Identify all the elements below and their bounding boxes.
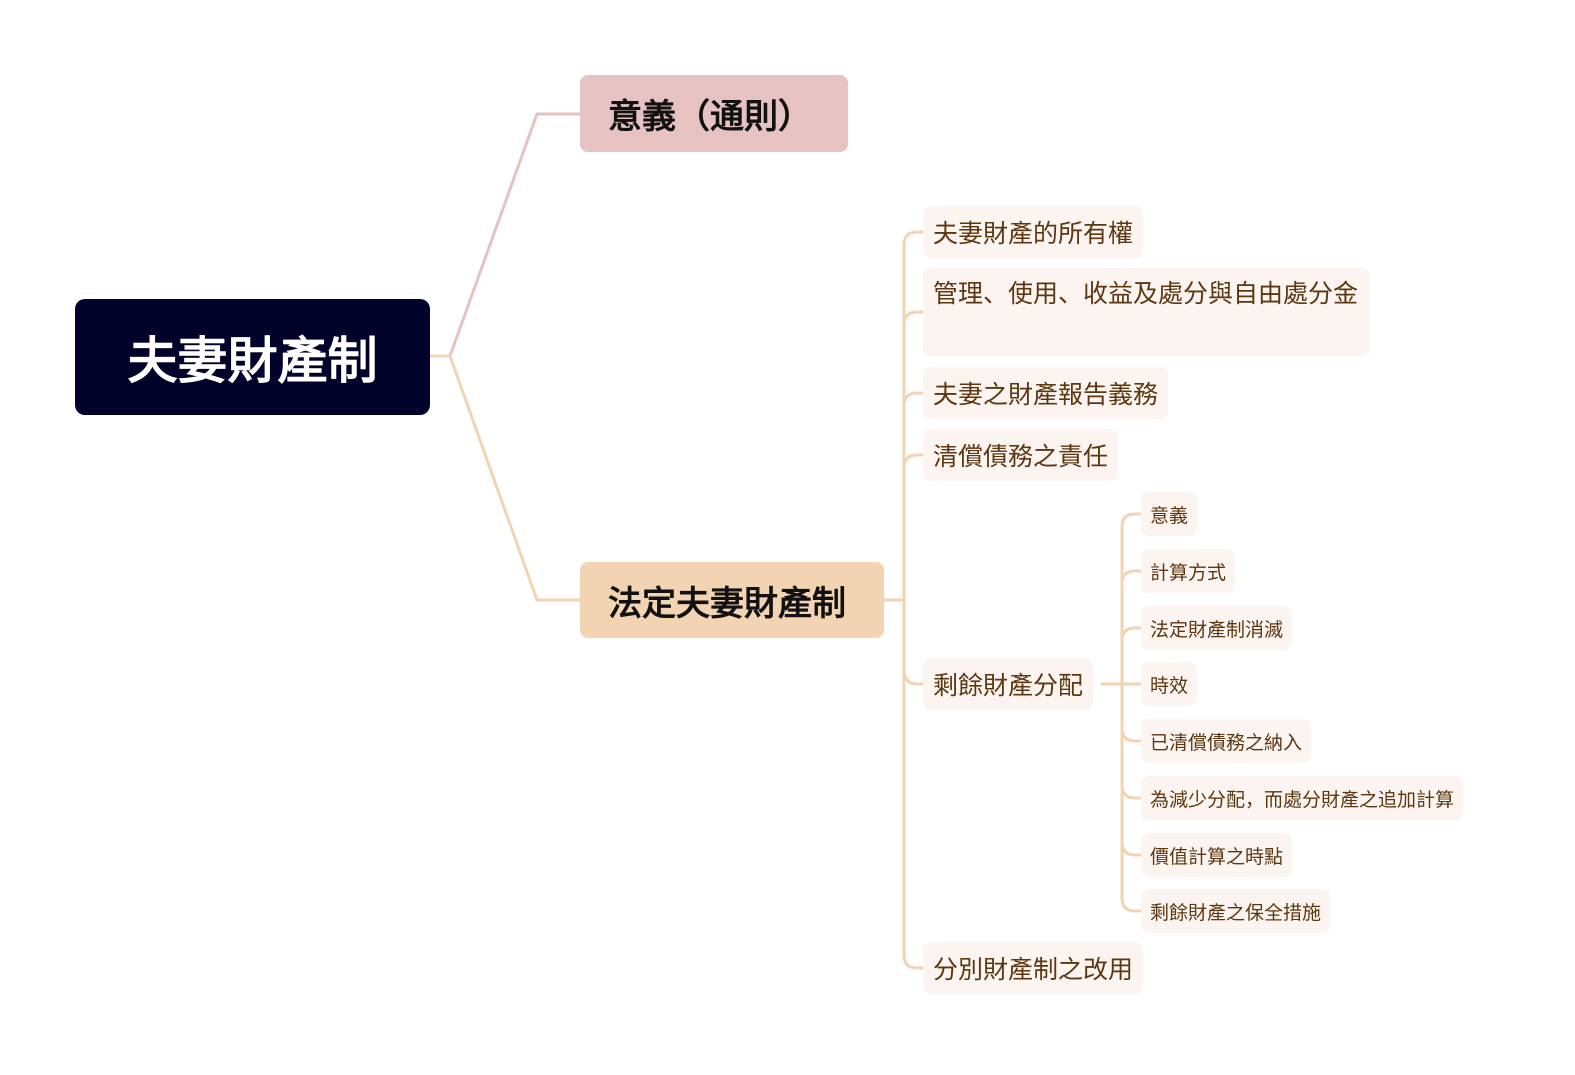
- link-leaf-1: [1120, 512, 1141, 528]
- subtopic-node-residual[interactable]: 剩餘財產分配: [923, 658, 1094, 710]
- leaf-label: 剩餘財產之保全措施: [1150, 901, 1322, 924]
- branch-node-meaning[interactable]: 意義（通則）: [580, 75, 848, 152]
- link-sub-4: [902, 453, 923, 469]
- link-leaf-7: [1120, 841, 1141, 857]
- leaf-label: 意義: [1150, 504, 1189, 527]
- leaf-node[interactable]: 為減少分配，而處分財產之追加計算: [1141, 776, 1464, 820]
- branch-label: 法定夫妻財產制: [608, 583, 846, 624]
- link-leaf-6: [1120, 784, 1141, 800]
- subtopic-label: 分別財產制之改用: [933, 955, 1134, 984]
- leaf-label: 法定財產制消滅: [1150, 618, 1284, 641]
- leaf-node[interactable]: 意義: [1141, 492, 1198, 536]
- branch-node-statutory[interactable]: 法定夫妻財產制: [580, 562, 884, 638]
- leaf-node[interactable]: 價值計算之時點: [1141, 833, 1293, 877]
- subtopic-label: 剩餘財產分配: [933, 671, 1084, 700]
- link-sub-1: [902, 230, 923, 246]
- link-leaf-2: [1120, 569, 1141, 585]
- link-sub-6: [902, 954, 923, 970]
- leaf-label: 為減少分配，而處分財產之追加計算: [1150, 788, 1455, 811]
- subtopic-node[interactable]: 夫妻財產的所有權: [923, 206, 1144, 258]
- leaf-label: 時效: [1150, 674, 1189, 697]
- link-root-branch2: [430, 354, 580, 602]
- leaf-node[interactable]: 時效: [1141, 662, 1198, 706]
- link-leaf-8: [1120, 897, 1141, 913]
- leaf-node[interactable]: 計算方式: [1141, 549, 1236, 593]
- link-root-branch1: [430, 112, 580, 358]
- link-sub-5: [902, 669, 923, 686]
- leaf-node[interactable]: 已清償債務之納入: [1141, 719, 1312, 763]
- link-sub-2: [902, 310, 923, 326]
- root-label: 夫妻財產制: [127, 332, 378, 390]
- subtopic-label: 清償債務之責任: [933, 442, 1109, 471]
- leaf-label: 計算方式: [1150, 561, 1227, 584]
- subtopic-label: 夫妻財產的所有權: [933, 219, 1134, 248]
- subtopic-node[interactable]: 清償債務之責任: [923, 429, 1119, 481]
- root-node[interactable]: 夫妻財產制: [75, 299, 430, 415]
- subtopic-label: 夫妻之財產報告義務: [933, 380, 1159, 409]
- leaf-node[interactable]: 法定財產制消滅: [1141, 606, 1293, 650]
- branch-label: 意義（通則）: [608, 97, 812, 137]
- leaf-label: 價值計算之時點: [1150, 845, 1284, 868]
- subtopic-label: 管理、使用、收益及處分與自由處分金: [933, 279, 1359, 308]
- leaf-node[interactable]: 剩餘財產之保全措施: [1141, 889, 1331, 933]
- link-leaf-5: [1120, 727, 1141, 743]
- subtopic-node[interactable]: 分別財產制之改用: [923, 942, 1144, 994]
- leaf-label: 已清償債務之納入: [1150, 731, 1303, 754]
- subtopic-node[interactable]: 管理、使用、收益及處分與自由處分金: [923, 268, 1370, 356]
- link-leaf-3: [1120, 626, 1141, 642]
- subtopic-node[interactable]: 夫妻之財產報告義務: [923, 367, 1169, 419]
- link-sub-3: [902, 391, 923, 407]
